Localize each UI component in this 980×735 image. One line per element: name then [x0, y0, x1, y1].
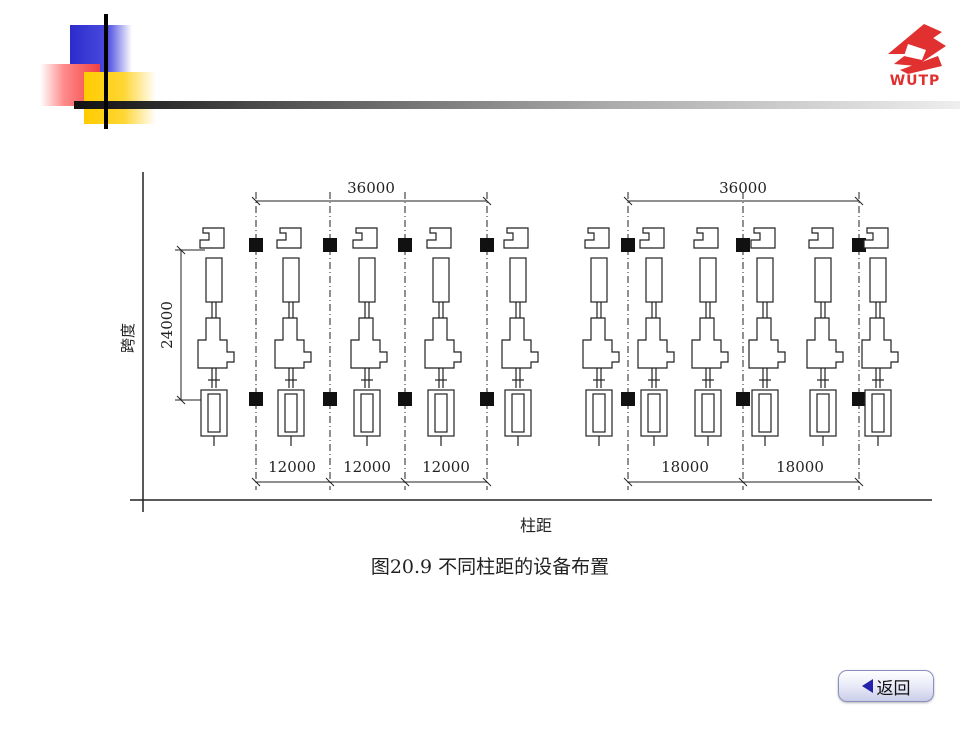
back-button-label: 返回	[876, 678, 911, 699]
left-bay-dimension: 12000	[343, 458, 391, 476]
header-gradient-bar	[74, 101, 960, 109]
right-bay-dimension: 18000	[776, 458, 824, 476]
logo-text: WUTP	[889, 73, 941, 89]
machine-unit	[274, 227, 312, 446]
machine-unit	[691, 227, 729, 446]
wutp-logo-icon	[888, 24, 946, 74]
corner-yellow-square	[84, 72, 156, 124]
building-column	[249, 392, 263, 406]
machine-unit	[806, 227, 844, 446]
machine-unit	[501, 227, 539, 446]
building-column	[736, 392, 750, 406]
building-column	[736, 238, 750, 252]
left-triangle-icon	[861, 679, 873, 693]
right-bay-dimension: 18000	[661, 458, 709, 476]
machine-unit	[861, 227, 899, 446]
building-column	[621, 392, 635, 406]
building-column	[852, 392, 866, 406]
machine-unit	[197, 227, 235, 446]
building-column	[398, 238, 412, 252]
building-column	[398, 392, 412, 406]
machine-unit	[424, 227, 462, 446]
left-total-dimension: 36000	[347, 179, 395, 197]
machine-unit	[582, 227, 620, 446]
left-bay-dimension: 12000	[268, 458, 316, 476]
header-vertical-line	[104, 14, 108, 129]
right-total-dimension: 36000	[719, 179, 767, 197]
machine-unit	[748, 227, 786, 446]
building-column	[480, 392, 494, 406]
building-column	[621, 238, 635, 252]
building-column	[480, 238, 494, 252]
back-button[interactable]: 返回	[838, 670, 934, 702]
left-bay-dimension: 12000	[422, 458, 470, 476]
building-column	[323, 238, 337, 252]
y-axis-label: 跨度	[119, 323, 137, 353]
machine-unit	[637, 227, 675, 446]
span-dimension: 24000	[158, 301, 176, 349]
building-column	[249, 238, 263, 252]
x-axis-label: 柱距	[519, 516, 552, 535]
figure-caption: 图20.9 不同柱距的设备布置	[370, 556, 610, 578]
building-column	[323, 392, 337, 406]
machine-unit	[350, 227, 388, 446]
building-column	[852, 238, 866, 252]
